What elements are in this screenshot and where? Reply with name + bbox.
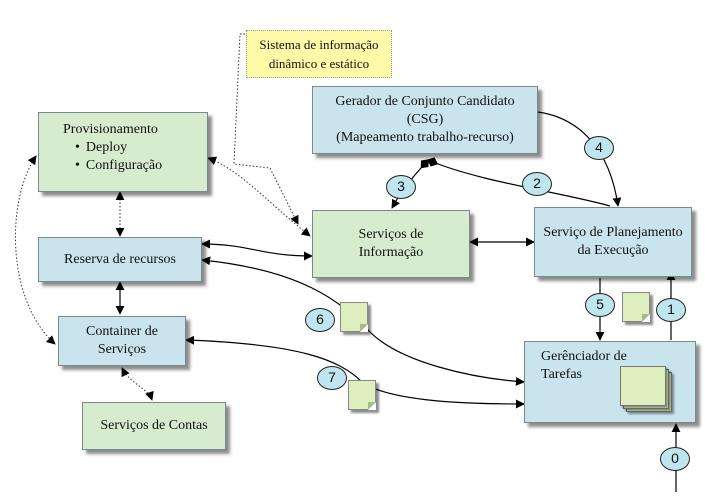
step-2-badge: 2 [522,172,552,196]
sistema-info-line1: Sistema de informação [259,37,379,52]
planejamento-line2: da Execução [577,243,649,258]
step-1-badge: 1 [656,298,686,322]
document-icon-5 [622,292,650,322]
planejamento-box: Serviço de Planejamento da Execução [534,207,692,277]
gerenciador-label: Gerênciador de Tarefas [541,349,627,382]
servicos-info-line2: Informação [358,245,424,260]
servicos-info-line1: Serviços de [358,227,424,242]
step-4-badge: 4 [584,136,614,160]
task-stack-icon [618,366,674,416]
planejamento-line1: Serviço de Planejamento [543,225,683,240]
provisionamento-list: Deploy Configuração [63,139,162,175]
csg-line3: (Mapeamento trabalho-recurso) [336,130,514,145]
contas-label: Serviços de Contas [100,418,208,433]
step-6-badge: 6 [305,308,335,332]
contas-box: Serviços de Contas [82,402,226,450]
step-0-badge: 0 [660,447,690,471]
reserva-label: Reserva de recursos [64,251,176,267]
csg-line2: (CSG) [406,112,444,127]
edge-reserva-servicos-info [201,239,313,261]
container-line1: Container de [86,324,158,339]
provisionamento-title: Provisionamento [63,122,158,137]
step-5-badge: 5 [585,293,615,317]
provisionamento-box: Provisionamento Deploy Configuração [38,112,208,192]
csg-line1: Gerador de Conjunto Candidato [335,94,515,109]
step-7-badge: 7 [317,366,347,390]
edge-step-2 [427,157,611,207]
sistema-info-line2: dinâmico e estático [268,56,370,71]
step-3-badge: 3 [386,175,416,199]
container-line2: Serviços [97,342,147,357]
servicos-info-box: Serviços de Informação [312,210,470,278]
edge-provisionamento-servicos-info [207,156,311,237]
document-icon-7 [348,380,376,410]
provisionamento-item-deploy: Deploy [75,139,162,157]
edge-container-contas [121,367,154,401]
provisionamento-item-configuracao: Configuração [75,157,162,175]
csg-box: Gerador de Conjunto Candidato (CSG) (Map… [312,86,538,154]
reserva-box: Reserva de recursos [38,237,202,282]
document-icon-6 [340,302,368,332]
sistema-info-note: Sistema de informação dinâmico e estátic… [246,30,392,78]
container-box: Container de Serviços [58,316,186,366]
